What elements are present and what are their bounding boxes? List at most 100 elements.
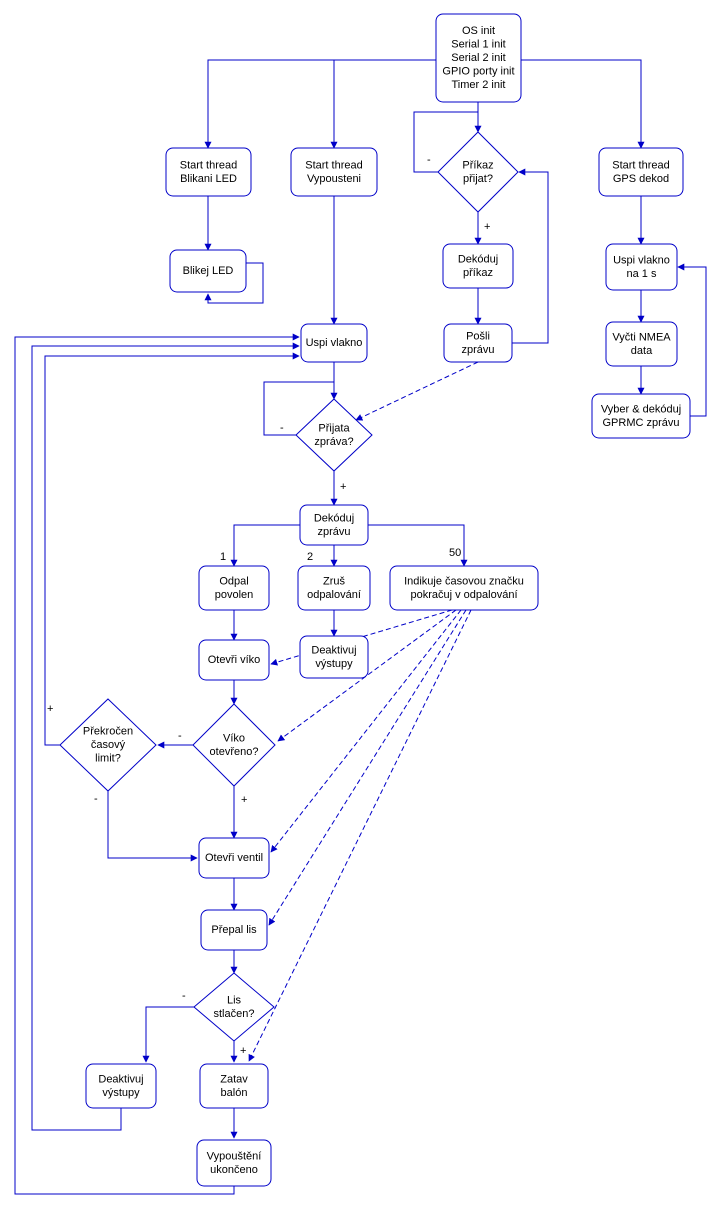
node-label-deaktivuj-vystupy-2: výstupy: [102, 1087, 140, 1099]
edge-init-to-start-gps: [521, 59, 645, 149]
node-label-os-init: Serial 1 init: [451, 39, 505, 51]
edge-blikej-led-self-loop: [204, 262, 264, 304]
edge-prijata-minus-loop: [263, 381, 334, 436]
edge-label-dekoduj-to-indikuje: 50: [449, 547, 461, 559]
edge-prekrocen-minus-to-ventil: [107, 791, 198, 862]
node-label-zrus-odpalovani: Zruš: [323, 575, 346, 587]
node-label-dekoduj-prikaz: příkaz: [463, 267, 493, 279]
node-label-zrus-odpalovani: odpalování: [307, 589, 361, 601]
node-label-uspi-vlakno: Uspi vlakno: [306, 337, 363, 349]
node-indikuje-znacku: Indikuje časovou značku pokračuj v odpalo…: [389, 565, 539, 611]
node-shape-posli-zpravu: [443, 323, 513, 363]
node-shape-prepal-lis: [200, 909, 268, 951]
node-dekoduj-prikaz: Dekóduj příkaz: [442, 243, 514, 289]
node-shape-start-thread-blikani: [165, 147, 252, 197]
node-shape-vycti-nmea: [605, 321, 678, 367]
node-label-vycti-nmea: data: [631, 345, 653, 357]
node-label-zatav-balon: Zatav: [220, 1073, 248, 1085]
node-label-os-init: OS init: [462, 25, 495, 37]
edge-prekrocen-plus-to-uspi-vlakno: [44, 352, 300, 746]
node-label-prekrocen-limit: Překročen: [83, 726, 133, 738]
node-label-prepal-lis: Přepal lis: [211, 924, 257, 936]
node-label-dekoduj-zpravu: Dekóduj: [314, 512, 354, 524]
edge-prikaz-prijat-minus-loop: [413, 111, 478, 173]
edge-label-prikaz-prijat-minus-loop: -: [427, 154, 431, 166]
edge-vypousteni-to-uspi-vlakno: [14, 333, 300, 1195]
node-shape-vyber-gprmc: [591, 393, 691, 439]
node-label-vypousteni-ukonceno: Vypouštění: [207, 1150, 262, 1162]
edge-label-lis-plus-to-zatav: +: [240, 1045, 246, 1057]
node-odpal-povolen: Odpal povolen: [198, 565, 270, 611]
node-prepal-lis: Přepal lis: [200, 909, 268, 951]
node-label-vycti-nmea: Vyčti NMEA: [612, 331, 671, 343]
node-lis-stlacen: Lis stlačen?: [193, 972, 275, 1042]
edge-label-prijata-minus-loop: -: [280, 422, 284, 434]
node-shape-os-init: [435, 13, 522, 103]
edge-label-dekoduj-to-odpal: 1: [220, 551, 226, 563]
node-label-vyber-gprmc: GPRMC zprávu: [602, 417, 679, 429]
node-shape-lis-stlacen: [193, 972, 275, 1042]
node-shape-odpal-povolen: [198, 565, 270, 611]
node-label-os-init: Timer 2 init: [452, 79, 506, 91]
node-label-prikaz-prijat: přijat?: [463, 173, 493, 185]
edge-label-prekrocen-plus-to-uspi-vlakno: +: [47, 703, 53, 715]
edge-posli-loop-to-prikaz-prijat: [512, 168, 549, 344]
node-label-start-thread-vypousteni: Vypousteni: [307, 173, 361, 185]
node-label-prikaz-prijat: Příkaz: [462, 159, 493, 171]
edge-label-prekrocen-minus-to-ventil: -: [94, 793, 98, 805]
node-label-posli-zpravu: Pošli: [466, 330, 490, 342]
node-label-lis-stlacen: stlačen?: [214, 1008, 255, 1020]
node-shape-start-thread-vypousteni: [290, 147, 378, 197]
node-deaktivuj-vystupy-2: Deaktivuj výstupy: [85, 1063, 157, 1109]
node-label-indikuje-znacku: pokračuj v odpalování: [410, 589, 517, 601]
node-shape-blikej-led: [169, 249, 247, 293]
node-shape-prekrocen-limit: [59, 698, 157, 792]
node-prikaz-prijat: Příkaz přijat?: [437, 131, 519, 213]
node-label-start-thread-gps: Start thread: [612, 159, 669, 171]
node-label-vyber-gprmc: Vyber & dekóduj: [601, 403, 681, 415]
node-shape-deaktivuj-vystupy-1: [299, 635, 369, 679]
node-label-dekoduj-prikaz: Dekóduj: [458, 253, 498, 265]
node-shape-dekoduj-zpravu: [299, 504, 369, 546]
node-label-viko-otevreno: otevřeno?: [210, 746, 259, 758]
node-label-odpal-povolen: povolen: [215, 589, 254, 601]
node-label-deaktivuj-vystupy-2: Deaktivuj: [98, 1073, 143, 1085]
node-label-start-thread-blikani: Start thread: [180, 159, 237, 171]
node-label-otevri-ventil: Otevři ventil: [205, 852, 263, 864]
node-blikej-led: Blikej LED: [169, 249, 247, 293]
node-shape-uspi-vlakno: [300, 323, 368, 363]
edge-label-viko-minus-to-prekrocen: -: [178, 730, 182, 742]
node-dekoduj-zpravu: Dekóduj zprávu: [299, 504, 369, 546]
node-label-odpal-povolen: Odpal: [219, 575, 248, 587]
node-label-prekrocen-limit: časový: [91, 739, 126, 751]
node-shape-start-thread-gps: [598, 147, 684, 197]
node-shape-deaktivuj-vystupy-2: [85, 1063, 157, 1109]
node-label-os-init: GPIO porty init: [442, 66, 514, 78]
edge-dekoduj-to-odpal: [230, 524, 300, 567]
node-label-dekoduj-zpravu: zprávu: [317, 526, 350, 538]
node-shape-uspi-vlakno-1s: [605, 243, 678, 291]
node-label-zatav-balon: balón: [221, 1087, 248, 1099]
node-label-indikuje-znacku: Indikuje časovou značku: [404, 575, 524, 587]
node-label-lis-stlacen: Lis: [227, 994, 242, 1006]
node-label-start-thread-blikani: Blikani LED: [180, 173, 237, 185]
node-shape-zatav-balon: [199, 1063, 269, 1109]
node-shape-prikaz-prijat: [437, 131, 519, 213]
node-zrus-odpalovani: Zruš odpalování: [297, 565, 371, 611]
node-shape-zrus-odpalovani: [297, 565, 371, 611]
edge-gprmc-loop-to-uspi-1s: [677, 263, 707, 417]
node-label-blikej-led: Blikej LED: [183, 265, 234, 277]
edge-init-to-start-blikani: [204, 59, 436, 149]
node-label-otevri-viko: Otevři víko: [208, 654, 261, 666]
node-shape-dekoduj-prikaz: [442, 243, 514, 289]
